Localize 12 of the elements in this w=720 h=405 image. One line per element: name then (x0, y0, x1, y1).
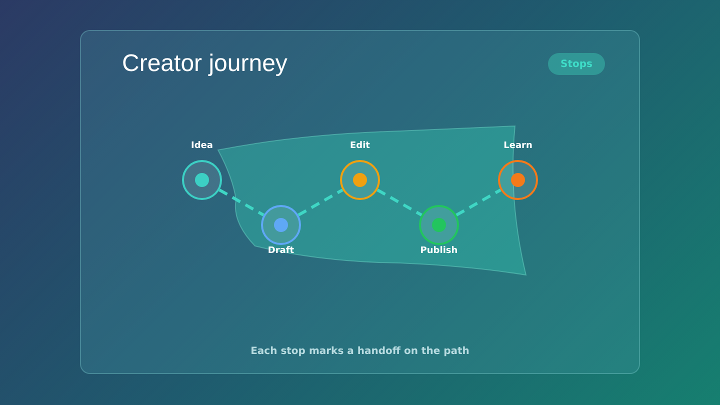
dashed-connector (456, 188, 502, 216)
dashed-connector (298, 188, 344, 216)
dashed-connector (218, 188, 264, 216)
dashed-connector (376, 188, 422, 216)
stop-label: Edit (349, 141, 371, 152)
stop-label: Draft (266, 246, 296, 257)
stop-label: Learn (502, 141, 534, 152)
stops-badge: Stops (548, 53, 605, 75)
caption: Each stop marks a handoff on the path (250, 346, 470, 357)
stop-label: Publish (419, 246, 459, 257)
stop-label: Idea (190, 141, 214, 152)
title: Creator journey (122, 50, 288, 78)
